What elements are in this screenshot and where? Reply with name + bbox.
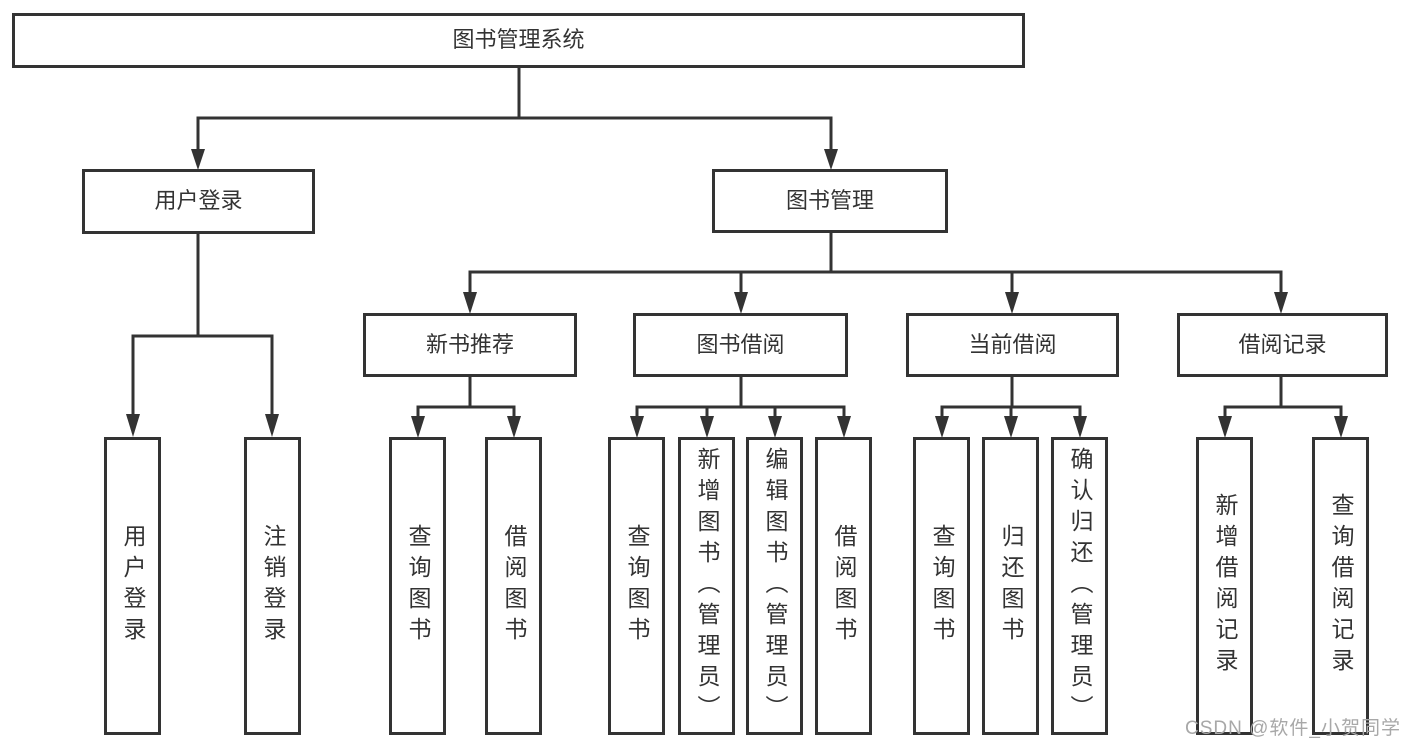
leaf-current-query-books-label: 查询图书 xyxy=(929,524,955,648)
leaf-current-return-books-label: 归还图书 xyxy=(998,524,1024,648)
leaf-borrow-add-books-admin: 新增图书（管理员） xyxy=(678,437,735,735)
node-root-label: 图书管理系统 xyxy=(452,27,585,53)
node-book-management: 图书管理 xyxy=(712,169,948,233)
node-borrowing-records-label: 借阅记录 xyxy=(1238,331,1327,357)
node-book-management-label: 图书管理 xyxy=(785,187,874,213)
leaf-newbooks-borrow-books: 借阅图书 xyxy=(485,437,542,735)
leaf-current-confirm-return-admin-label: 确认归还（管理员） xyxy=(1067,446,1093,726)
node-root-system: 图书管理系统 xyxy=(12,13,1025,68)
leaf-borrow-query-books: 查询图书 xyxy=(608,437,665,735)
leaf-logout-label: 注销登录 xyxy=(260,524,286,648)
leaf-borrow-borrow-books-label: 借阅图书 xyxy=(831,524,857,648)
leaf-newbooks-query-books: 查询图书 xyxy=(389,437,446,735)
leaf-records-add-record-label: 新增借阅记录 xyxy=(1212,493,1238,679)
leaf-user-login: 用户登录 xyxy=(104,437,161,735)
leaf-records-query-record: 查询借阅记录 xyxy=(1312,437,1369,735)
csdn-watermark: CSDN @软件_小贺同学 xyxy=(1185,718,1401,739)
node-current-borrowing: 当前借阅 xyxy=(906,313,1119,377)
leaf-logout: 注销登录 xyxy=(244,437,301,735)
leaf-records-add-record: 新增借阅记录 xyxy=(1196,437,1253,735)
node-user-login-label: 用户登录 xyxy=(154,188,243,214)
leaf-newbooks-borrow-books-label: 借阅图书 xyxy=(501,524,527,648)
leaf-borrow-borrow-books: 借阅图书 xyxy=(815,437,872,735)
leaf-current-return-books: 归还图书 xyxy=(982,437,1039,735)
node-book-borrowing-label: 图书借阅 xyxy=(696,331,785,357)
node-new-book-recommend: 新书推荐 xyxy=(363,313,577,377)
leaf-current-confirm-return-admin: 确认归还（管理员） xyxy=(1051,437,1108,735)
node-current-borrowing-label: 当前借阅 xyxy=(968,331,1057,357)
leaf-borrow-edit-books-admin: 编辑图书（管理员） xyxy=(746,437,803,735)
leaf-borrow-edit-books-admin-label: 编辑图书（管理员） xyxy=(762,446,788,726)
node-new-book-recommend-label: 新书推荐 xyxy=(425,331,514,357)
leaf-current-query-books: 查询图书 xyxy=(913,437,970,735)
node-user-login: 用户登录 xyxy=(82,169,315,234)
leaf-newbooks-query-books-label: 查询图书 xyxy=(405,524,431,648)
node-borrowing-records: 借阅记录 xyxy=(1177,313,1388,377)
leaf-borrow-add-books-admin-label: 新增图书（管理员） xyxy=(694,446,720,726)
leaf-records-query-record-label: 查询借阅记录 xyxy=(1328,493,1354,679)
leaf-borrow-query-books-label: 查询图书 xyxy=(624,524,650,648)
node-book-borrowing: 图书借阅 xyxy=(633,313,848,377)
leaf-user-login-label: 用户登录 xyxy=(120,524,146,648)
